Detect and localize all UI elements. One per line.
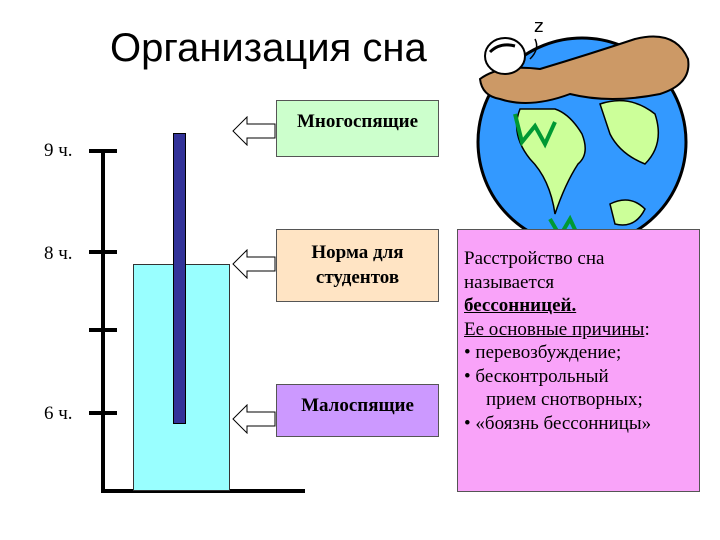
info-causes-heading: Ее основные причины	[464, 318, 645, 340]
box-many-sleepers: Многоспящие	[276, 100, 439, 157]
info-item-1: • перевозбуждение;	[464, 342, 622, 363]
info-item-2: • бесконтрольный	[464, 365, 609, 387]
scale-axis	[101, 150, 105, 492]
svg-text:z: z	[534, 16, 543, 37]
box-few-sleepers-label: Малоспящие	[301, 395, 414, 416]
tick-6h	[89, 411, 117, 415]
info-item-3: • «боязнь бессонницы»	[464, 412, 652, 434]
tick-label-8h: 8 ч.	[44, 243, 73, 264]
box-few-sleepers: Малоспящие	[276, 384, 439, 437]
info-line-4: Ее основные причины:	[464, 318, 699, 342]
box-student-norm: Норма для студентов	[276, 229, 439, 302]
tick-label-9h: 9 ч.	[44, 140, 73, 161]
insomnia-info-panel: Расстройство сна называется бессонницей.…	[457, 229, 700, 492]
info-line-2: называется	[464, 271, 555, 293]
tick-label-6h: 6 ч.	[44, 403, 73, 424]
long-sleep-bar	[173, 133, 186, 424]
arrow-left-icon	[232, 249, 276, 279]
tick-9h	[89, 149, 117, 153]
box-student-norm-line2: студентов	[315, 267, 400, 288]
info-item-2-cont: прием снотворных;	[486, 389, 643, 410]
box-many-sleepers-label: Многоспящие	[296, 111, 419, 132]
box-student-norm-line1: Норма для	[311, 242, 404, 263]
tick-7h	[89, 328, 117, 332]
page-title: Организация сна	[110, 26, 427, 70]
scale-baseline	[101, 489, 305, 493]
tick-8h	[89, 250, 117, 254]
info-line-3: бессонницей.	[464, 295, 577, 316]
info-line-1: Расстройство сна	[464, 248, 605, 269]
arrow-left-icon	[232, 116, 276, 146]
sleeping-man-on-globe-icon: z	[476, 16, 690, 244]
info-causes-colon: :	[644, 318, 650, 340]
arrow-left-icon	[232, 404, 276, 434]
